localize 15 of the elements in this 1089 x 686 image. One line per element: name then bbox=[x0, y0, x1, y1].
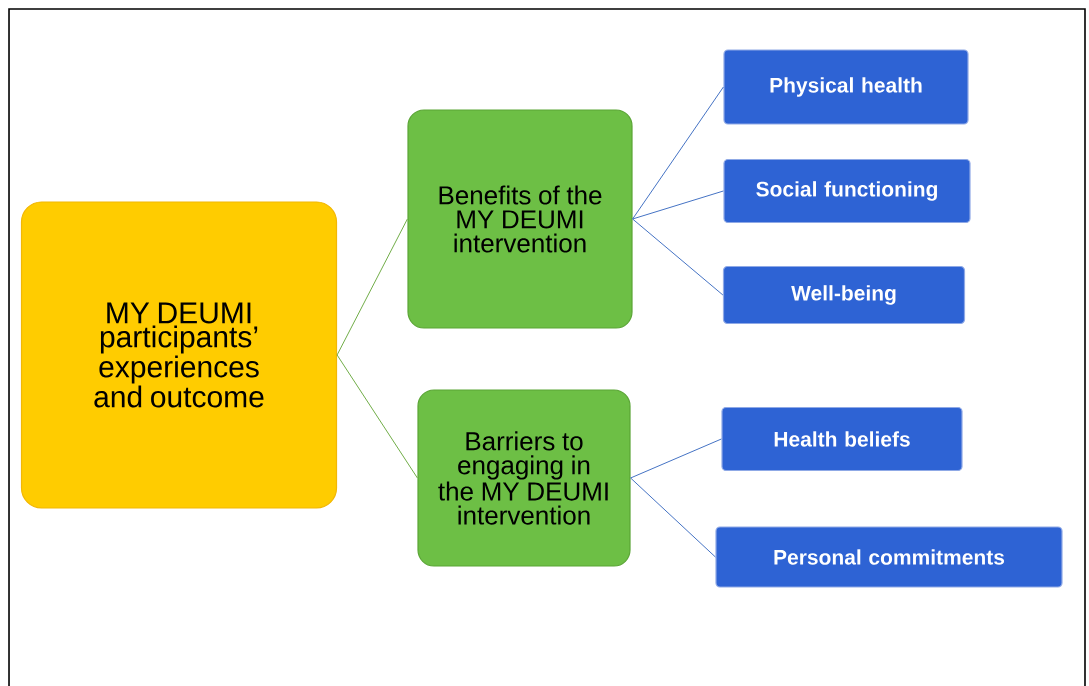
theme-box: Social functioning bbox=[723, 158, 971, 224]
connector-line bbox=[630, 477, 716, 558]
theme-box: Health beliefs bbox=[721, 406, 963, 472]
theme-box: Physical health bbox=[723, 49, 969, 125]
connector-line bbox=[632, 218, 724, 296]
theme-box: Personal commitments bbox=[715, 526, 1063, 588]
topic-box: MY DEUMI participants’ experiences and outcome bbox=[20, 201, 338, 509]
connector-line bbox=[336, 354, 418, 479]
theme-box: Well-being bbox=[722, 265, 966, 325]
connector-line bbox=[630, 438, 722, 479]
category-box: Benefits of the MY DEUMI intervention bbox=[407, 109, 633, 329]
connector-line bbox=[336, 218, 408, 356]
connector-line bbox=[632, 190, 724, 220]
category-box: Barriers to engaging in the MY DEUMI intervention bbox=[417, 389, 631, 567]
connector-line bbox=[632, 86, 724, 220]
